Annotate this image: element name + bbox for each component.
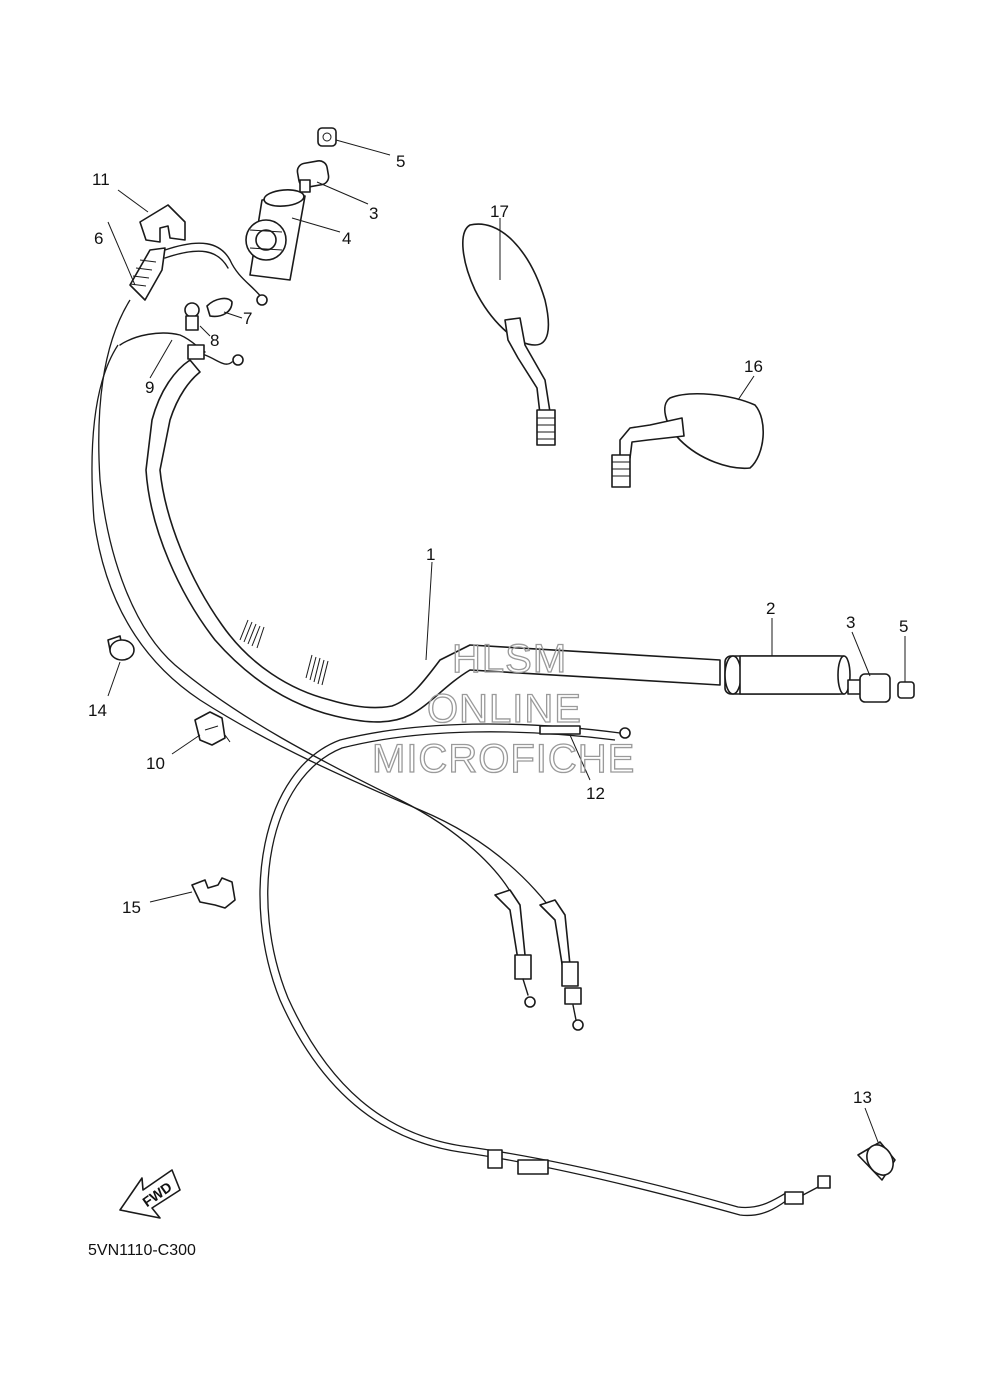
mirror-left[interactable] bbox=[462, 223, 556, 446]
callout-5-left: 5 bbox=[396, 152, 405, 171]
watermark-line-1: HLSM bbox=[452, 637, 567, 681]
clutch-cable bbox=[259, 723, 831, 1217]
bar-end-weight-right[interactable] bbox=[847, 673, 891, 703]
starter-plunger[interactable] bbox=[857, 1140, 898, 1181]
watermark-line-2: ONLINE bbox=[427, 687, 582, 731]
throttle-housing[interactable] bbox=[129, 247, 166, 301]
callout-17: 17 bbox=[490, 202, 509, 221]
callout-2: 2 bbox=[766, 599, 775, 618]
cable-clamp-15[interactable] bbox=[191, 877, 236, 909]
screw-small[interactable] bbox=[184, 302, 200, 331]
throttle-cable-end-2[interactable] bbox=[539, 899, 584, 1031]
switch-cable bbox=[119, 332, 244, 366]
bar-end-screw-left[interactable] bbox=[317, 127, 337, 147]
callout-15: 15 bbox=[122, 898, 141, 917]
retainer-clip[interactable] bbox=[206, 297, 233, 318]
callout-11: 11 bbox=[92, 170, 110, 189]
fwd-arrow-icon: FWD bbox=[119, 1169, 181, 1219]
callout-16: 16 bbox=[744, 357, 763, 376]
grip-right[interactable] bbox=[724, 655, 851, 695]
callout-12: 12 bbox=[586, 784, 605, 803]
callout-10: 10 bbox=[146, 754, 165, 773]
callout-3-right: 3 bbox=[846, 613, 855, 632]
callout-4: 4 bbox=[342, 229, 351, 248]
callout-labels: 1 2 3 3 4 5 5 6 7 8 9 10 11 12 13 14 15 … bbox=[88, 152, 908, 1107]
leader-lines bbox=[107, 139, 906, 1143]
callout-3-left: 3 bbox=[369, 204, 378, 223]
bar-end-screw-right[interactable] bbox=[897, 681, 915, 699]
callout-6: 6 bbox=[94, 229, 103, 248]
handlebar[interactable] bbox=[145, 359, 721, 723]
watermark: HLSM ONLINE MICROFICHE bbox=[371, 636, 635, 781]
diagram-code: 5VN1110-C300 bbox=[88, 1242, 196, 1259]
throttle-cables bbox=[91, 299, 549, 906]
bar-end-weight-left[interactable] bbox=[296, 160, 330, 193]
callout-13: 13 bbox=[853, 1088, 872, 1107]
callout-1: 1 bbox=[426, 545, 435, 564]
wire-harness-upper bbox=[164, 242, 268, 306]
cable-clamp-10[interactable] bbox=[194, 711, 231, 746]
callout-7: 7 bbox=[243, 309, 252, 328]
throttle-cable-end-1[interactable] bbox=[494, 889, 536, 1008]
cable-clamp-14[interactable] bbox=[107, 635, 135, 661]
callout-9: 9 bbox=[145, 378, 154, 397]
throttle-grip[interactable] bbox=[245, 188, 306, 281]
callout-8: 8 bbox=[210, 331, 219, 350]
cable-guide-clip[interactable] bbox=[139, 204, 186, 243]
mirror-right[interactable] bbox=[611, 393, 765, 488]
watermark-line-3: MICROFICHE bbox=[372, 737, 635, 781]
callout-5-right: 5 bbox=[899, 617, 908, 636]
callout-14: 14 bbox=[88, 701, 107, 720]
